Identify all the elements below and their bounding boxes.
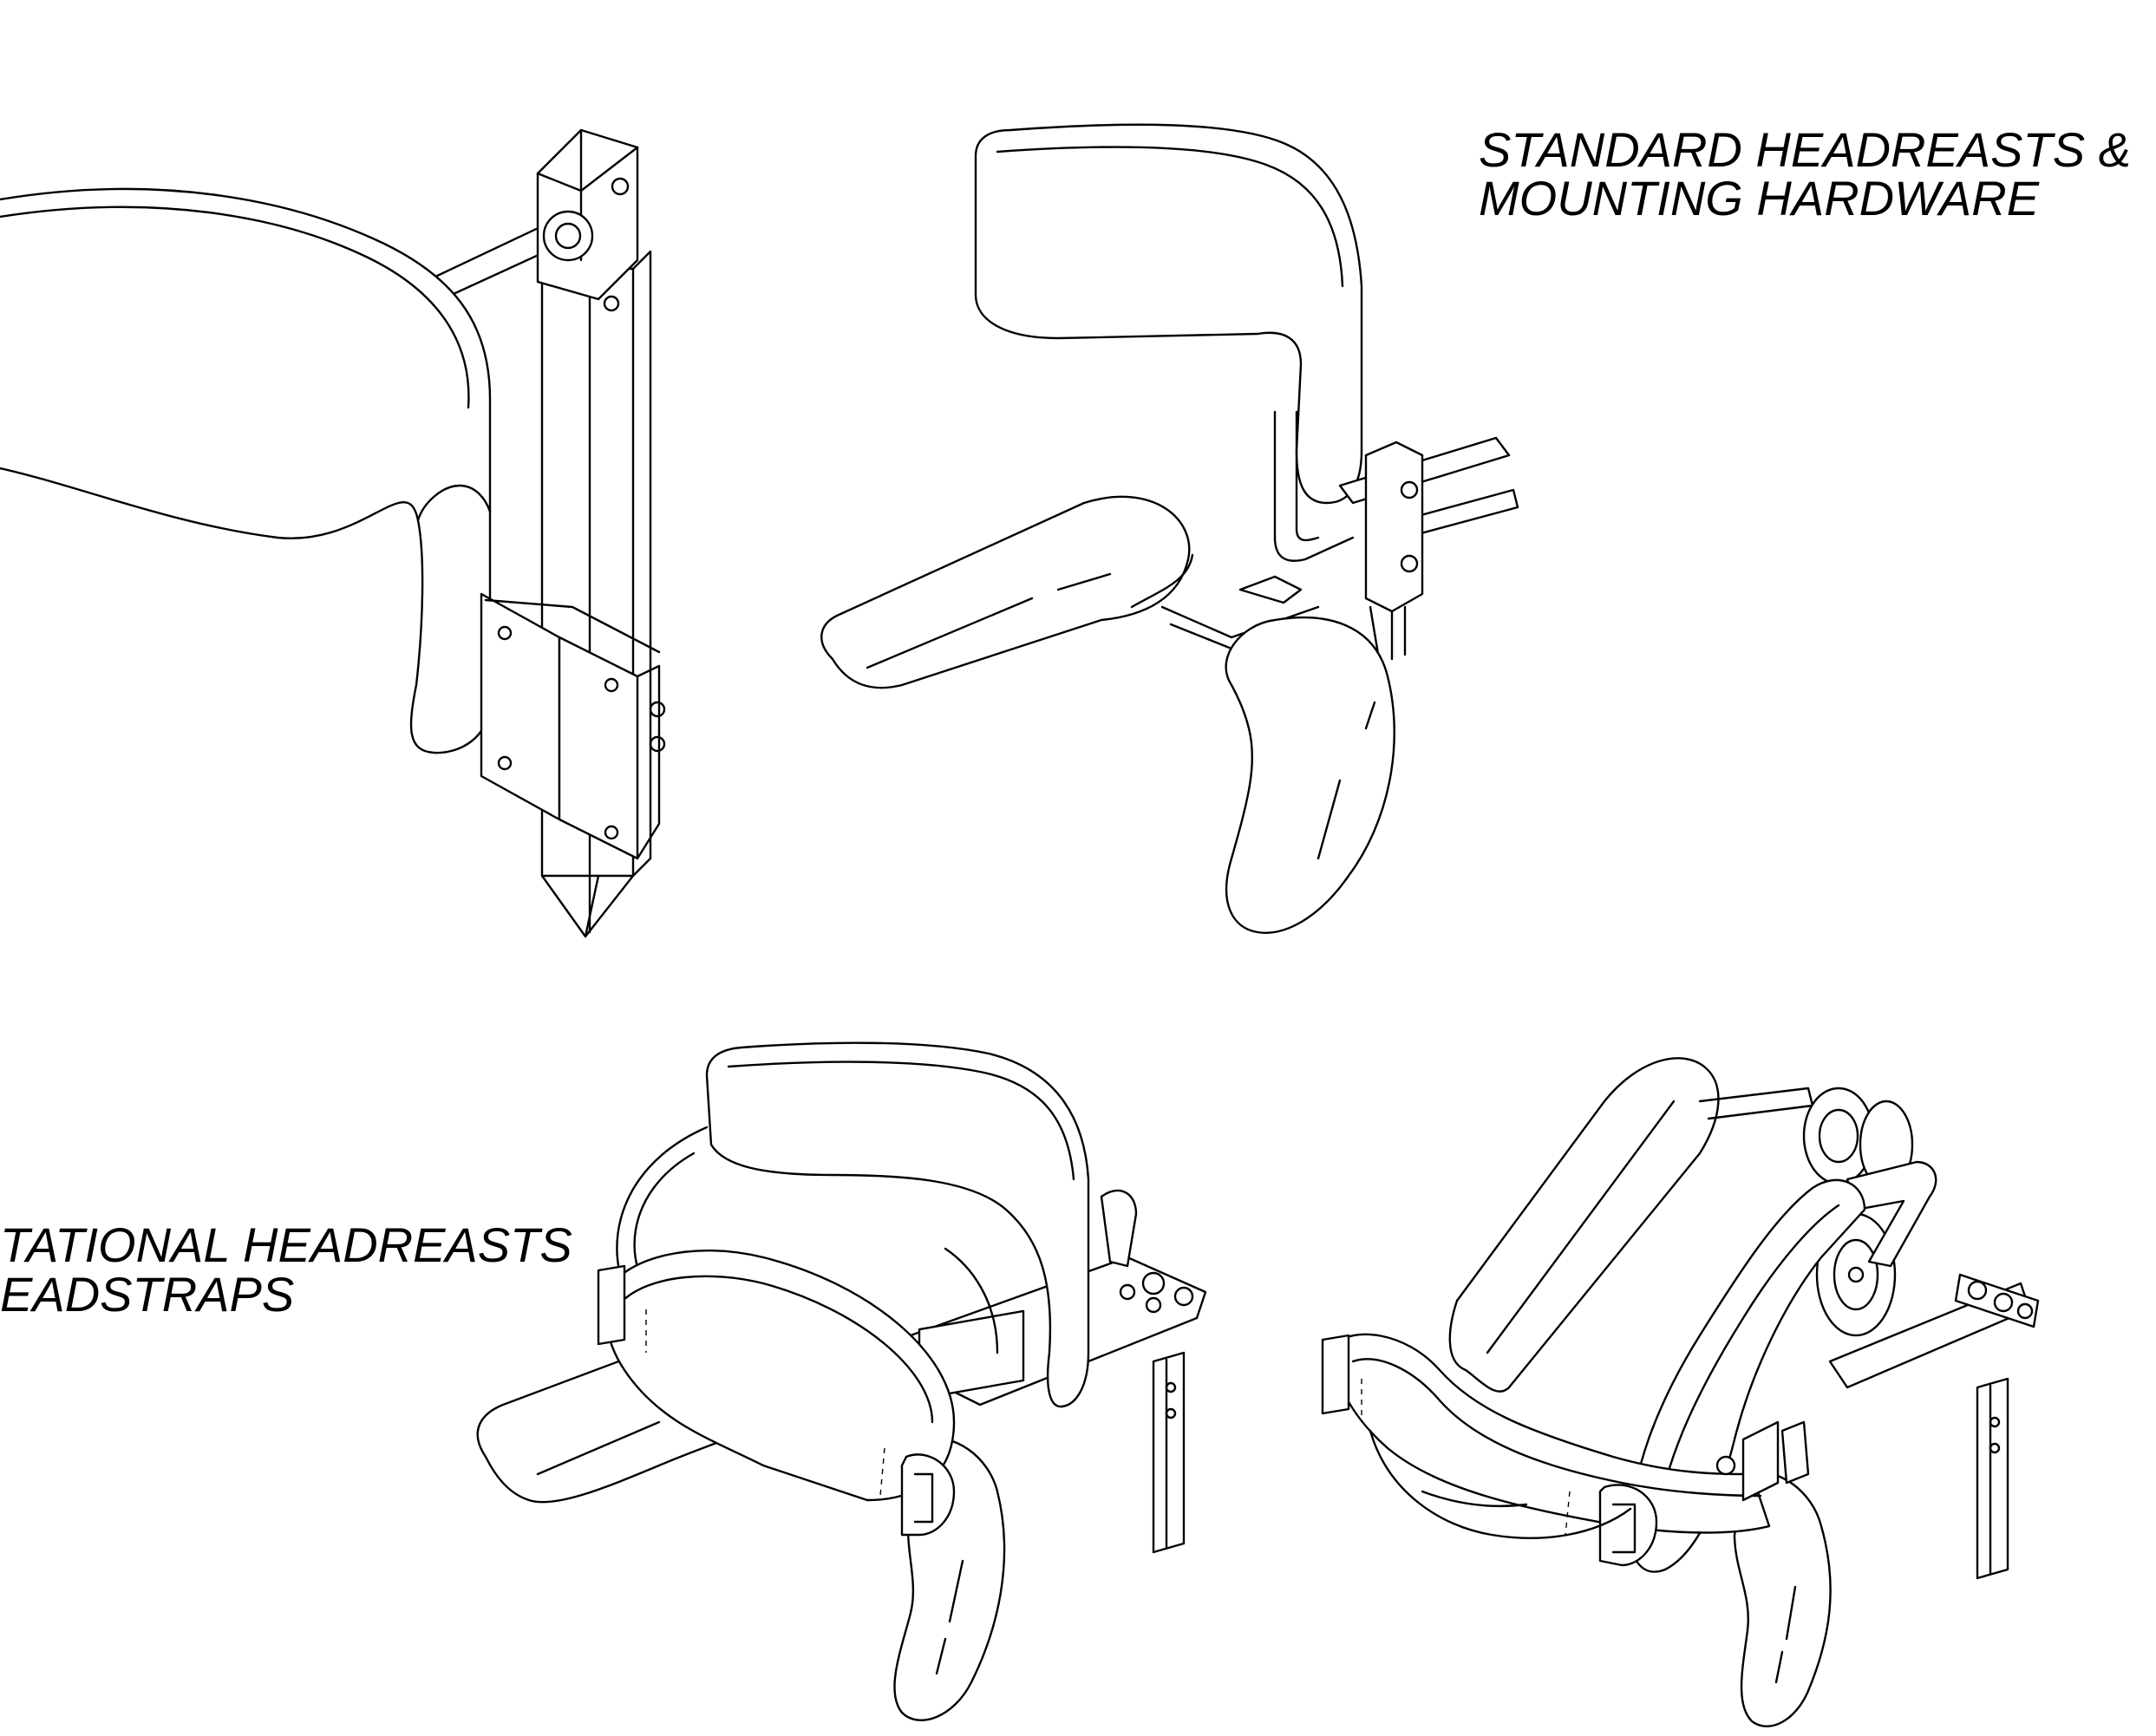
curved-headrest-with-post-drawing: [0, 128, 666, 938]
standard-headrest-with-side-pads-drawing: [820, 123, 1519, 934]
standard-caption-line-2: MOUNTING HARDWARE: [1479, 171, 2040, 225]
standard-headrests-caption: STANDARD HEADREASTS & MOUNTING HARDWARE: [1479, 122, 2131, 225]
rotational-headrests-caption: TATIONAL HEADREASTS EADSTRAPS: [0, 1217, 572, 1322]
standard-caption-line-1: STANDARD HEADREASTS &: [1479, 122, 2131, 177]
rotational-caption-line-2: EADSTRAPS: [0, 1267, 294, 1322]
rotational-headrest-with-strap-left-drawing: [476, 1041, 1207, 1721]
rotational-caption-line-1: TATIONAL HEADREASTS: [0, 1217, 572, 1272]
rotational-headrest-with-strap-right-drawing: [1321, 1057, 2040, 1727]
